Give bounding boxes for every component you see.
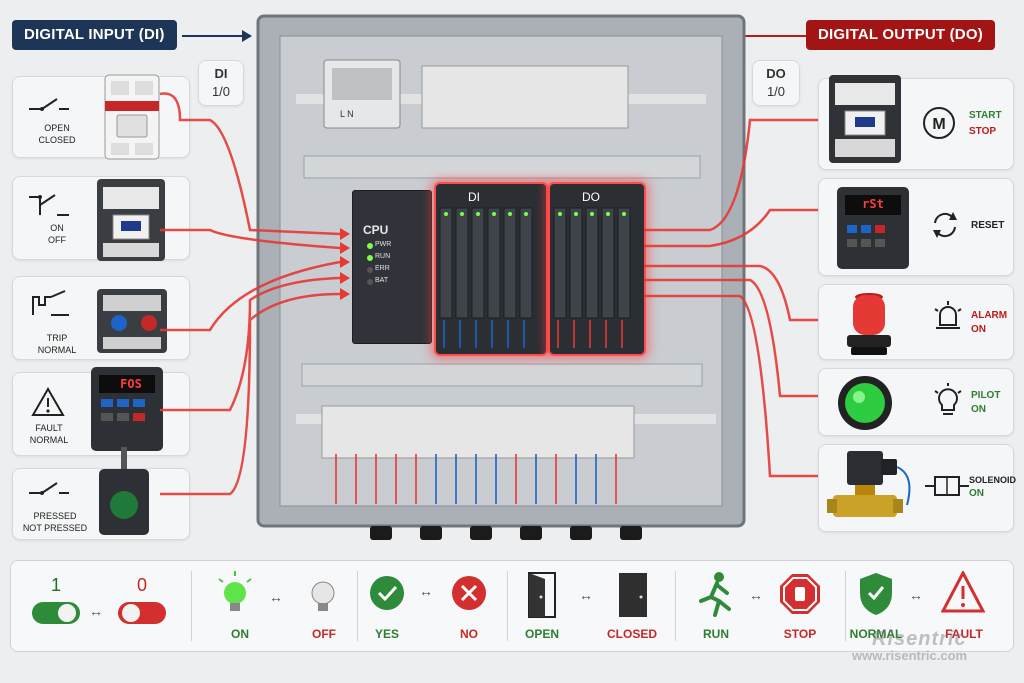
cpu-led-bat bbox=[367, 279, 373, 285]
output-5-line2: ON bbox=[969, 487, 984, 501]
check-icon bbox=[369, 575, 405, 611]
toggle-off-icon bbox=[117, 601, 167, 625]
alarm-light-icon bbox=[931, 299, 965, 333]
reset-cycle-icon bbox=[929, 209, 961, 241]
legend-1-b: 0 bbox=[97, 575, 187, 596]
alarm-beacon-device bbox=[833, 289, 905, 359]
output-3-line1: ALARM bbox=[971, 309, 1007, 323]
digital-output-title: DIGITAL OUTPUT (DO) bbox=[806, 20, 995, 50]
input-signal-wires bbox=[150, 80, 350, 510]
input-1-line2: CLOSED bbox=[17, 135, 97, 146]
legend-arrow-2: ↔ bbox=[269, 589, 283, 605]
bulb-off-icon bbox=[303, 571, 343, 617]
fault-warning-icon bbox=[941, 571, 985, 615]
cpu-led-run bbox=[367, 255, 373, 261]
output-card-pilot: PILOT ON bbox=[818, 368, 1014, 436]
input-title-arrow bbox=[182, 26, 252, 46]
output-1-line2: STOP bbox=[969, 125, 996, 139]
solenoid-valve-device bbox=[827, 445, 917, 531]
legend-sep-1 bbox=[191, 571, 192, 641]
toggle-on-icon bbox=[31, 601, 81, 625]
output-1-line1: START bbox=[969, 109, 1002, 123]
do-tag: DO bbox=[753, 66, 799, 82]
output-2-line1: RESET bbox=[971, 219, 1004, 233]
solenoid-symbol-icon bbox=[925, 471, 969, 501]
output-card-motor: M START STOP bbox=[818, 78, 1014, 170]
bulb-on-icon bbox=[215, 571, 255, 617]
drive-display: FOS bbox=[111, 377, 151, 391]
cpu-led-err bbox=[367, 267, 373, 273]
thermal-trip-icon bbox=[29, 289, 73, 321]
plc-cpu: CPU PWR RUN ERR BAT bbox=[352, 190, 432, 344]
door-closed-icon bbox=[613, 571, 653, 619]
output-contactor-device bbox=[825, 69, 905, 169]
output-card-alarm: ALARM ON bbox=[818, 284, 1014, 360]
output-card-reset: rSt RESET bbox=[818, 178, 1014, 276]
cpu-label: CPU bbox=[363, 223, 388, 237]
cpu-led-pwr bbox=[367, 243, 373, 249]
reset-display: rSt bbox=[853, 197, 893, 211]
cpu-led-err-label: ERR bbox=[375, 265, 390, 272]
legend-4-a: OPEN bbox=[497, 627, 587, 641]
output-card-solenoid: SOLENOID ON bbox=[818, 444, 1014, 532]
legend-5-a: RUN bbox=[671, 627, 761, 641]
input-3-line1: TRIP bbox=[17, 333, 97, 344]
legend-1-a: 1 bbox=[11, 575, 101, 596]
running-person-icon bbox=[695, 571, 735, 617]
door-open-icon bbox=[523, 571, 563, 619]
output-4-line1: PILOT bbox=[971, 389, 1000, 403]
pilot-light-device bbox=[835, 373, 895, 433]
input-4-line2: NORMAL bbox=[9, 435, 89, 446]
input-5-line2: NOT PRESSED bbox=[13, 523, 97, 534]
stop-sign-icon bbox=[779, 573, 821, 615]
input-4-line1: FAULT bbox=[9, 423, 89, 434]
pushbutton-switch-icon bbox=[27, 475, 71, 501]
output-signal-wires bbox=[640, 100, 840, 530]
io-module-channels bbox=[434, 200, 644, 350]
output-3-line2: ON bbox=[971, 323, 986, 337]
cpu-led-bat-label: BAT bbox=[375, 277, 388, 284]
output-4-line2: ON bbox=[971, 403, 986, 417]
watermark-url: www.risentric.com bbox=[852, 648, 967, 663]
input-2-line1: ON bbox=[17, 223, 97, 234]
legend-4-b: CLOSED bbox=[587, 627, 677, 641]
legend-3-a: YES bbox=[342, 627, 432, 641]
cpu-led-run-label: RUN bbox=[375, 253, 390, 260]
lightbulb-icon bbox=[931, 383, 965, 419]
input-3-line2: NORMAL bbox=[17, 345, 97, 356]
do-sub: 1/0 bbox=[753, 84, 799, 100]
svg-text:M: M bbox=[932, 116, 945, 133]
legend-arrow-5: ↔ bbox=[749, 587, 763, 603]
limit-pushbutton-device bbox=[95, 445, 155, 539]
legend-2-a: ON bbox=[195, 627, 285, 641]
motor-icon: M bbox=[921, 105, 957, 141]
input-5-line1: PRESSED bbox=[13, 511, 97, 522]
warning-icon bbox=[31, 387, 65, 417]
shield-icon bbox=[857, 571, 895, 617]
cpu-led-pwr-label: PWR bbox=[375, 241, 391, 248]
output-title-line bbox=[745, 26, 807, 46]
input-2-line2: OFF bbox=[17, 235, 97, 246]
legend-arrow-4: ↔ bbox=[579, 587, 593, 603]
switch-nc-icon bbox=[27, 191, 71, 219]
switch-open-icon bbox=[27, 93, 71, 117]
output-5-line1: SOLENOID bbox=[969, 473, 1016, 487]
cross-icon bbox=[451, 575, 487, 611]
legend-arrow-3: ↔ bbox=[419, 583, 433, 599]
legend-arrow-1: ↔ bbox=[89, 603, 103, 619]
digital-input-title: DIGITAL INPUT (DI) bbox=[12, 20, 177, 50]
legend-arrow-6: ↔ bbox=[909, 587, 923, 603]
state-legend: 1 0 ↔ ↔ ON OFF ↔ YES NO ↔ OPEN CLOSED bbox=[10, 560, 1014, 652]
input-1-line1: OPEN bbox=[17, 123, 97, 134]
